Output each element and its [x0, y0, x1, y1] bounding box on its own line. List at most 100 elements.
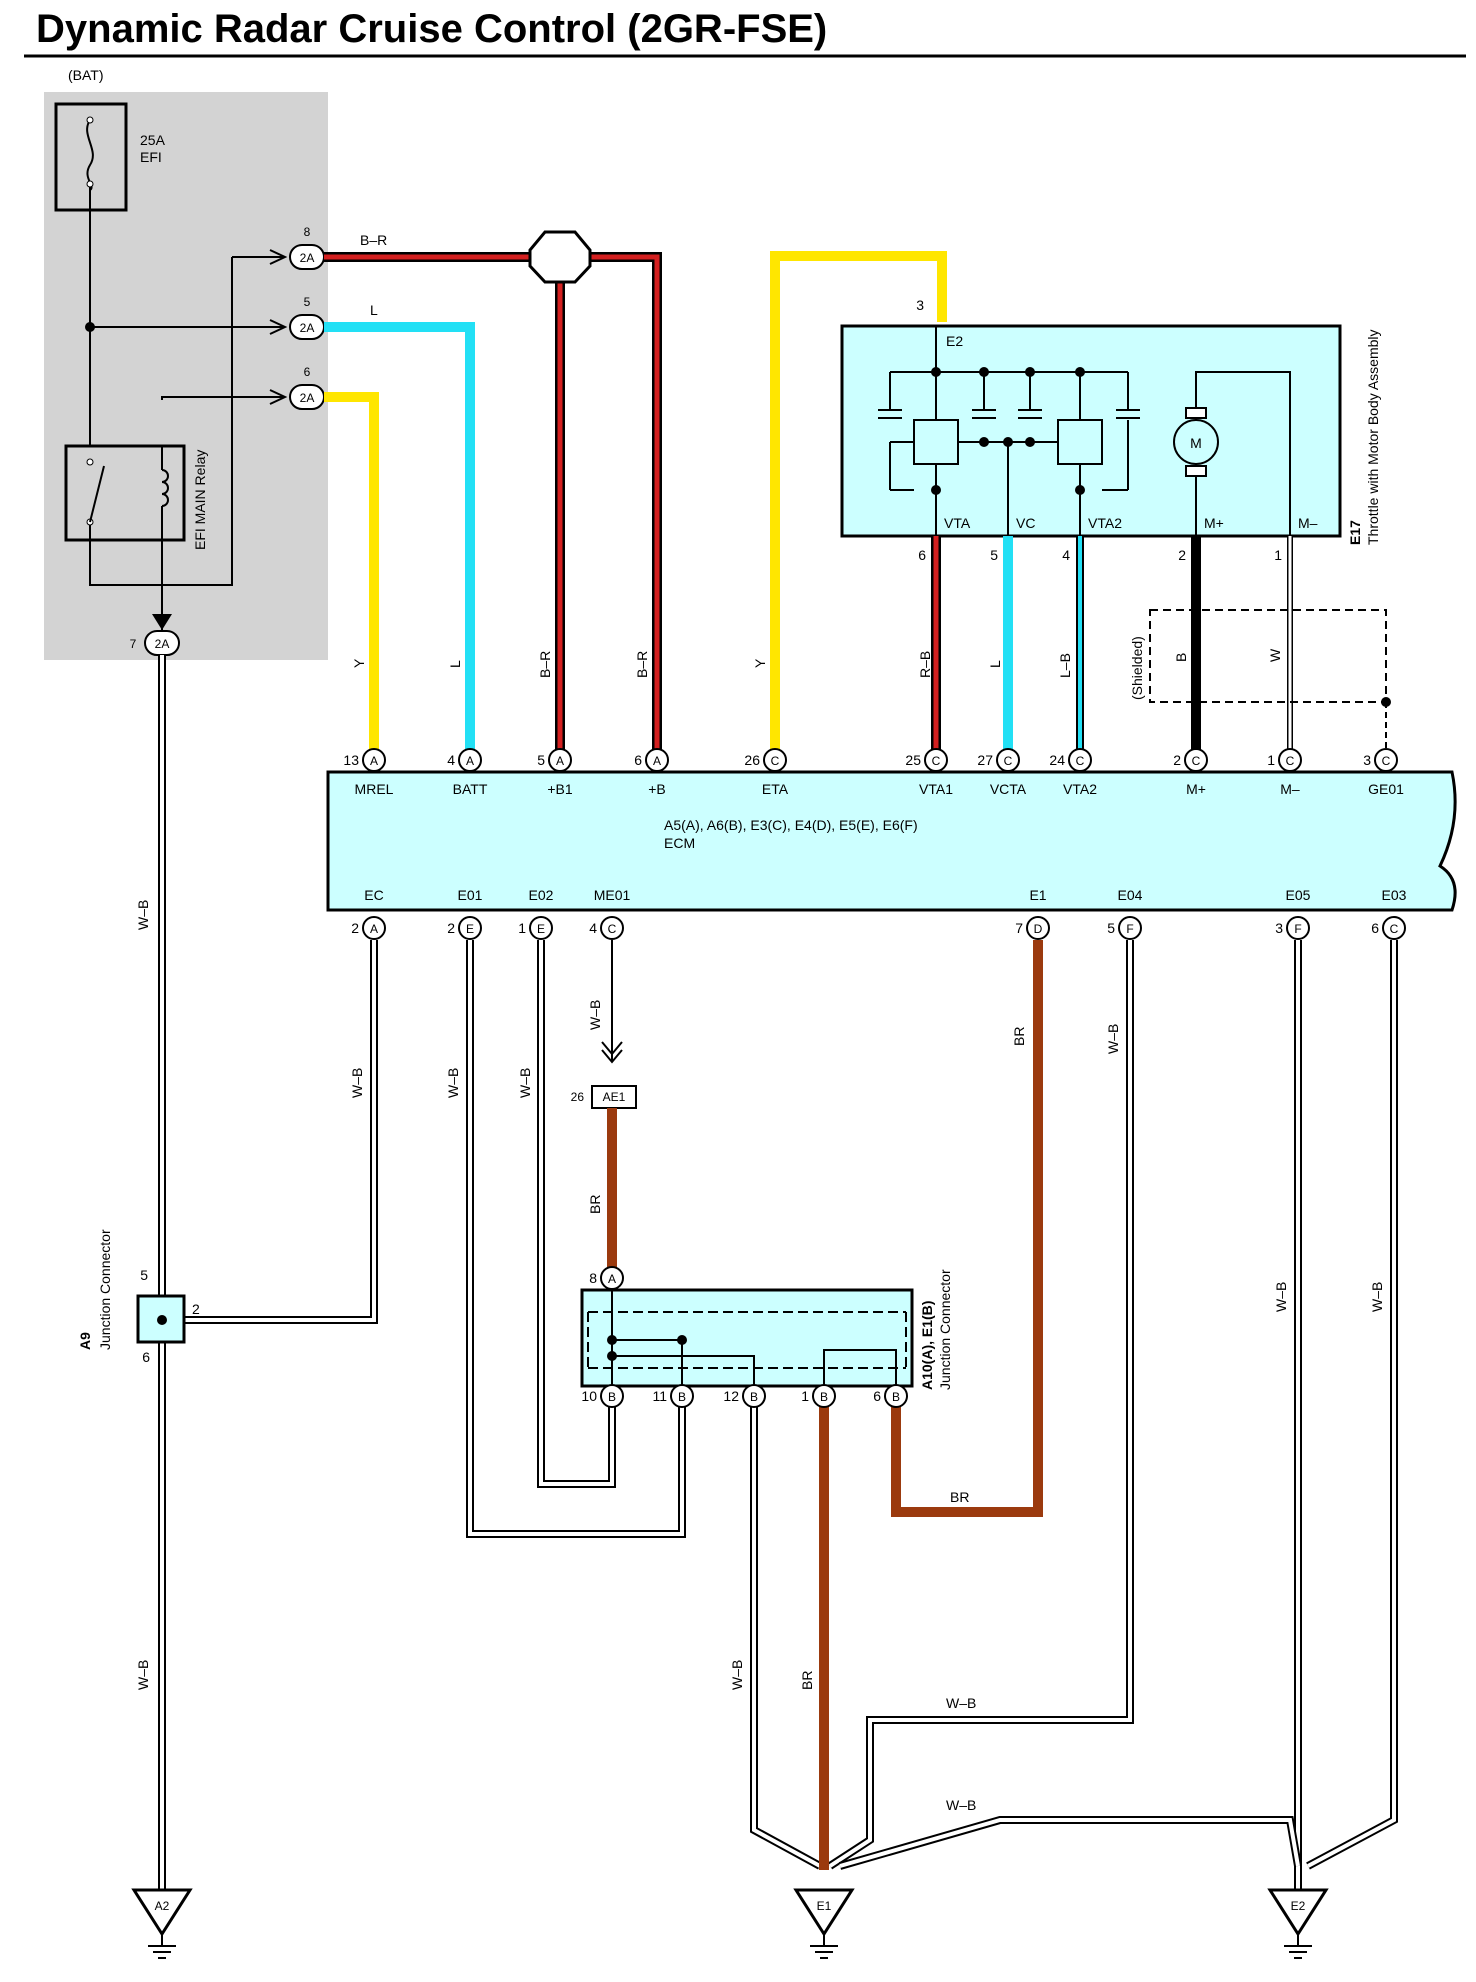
- pin-connector-letter: C: [1390, 922, 1399, 936]
- wire-label-w: W: [1267, 648, 1283, 662]
- pin-connector-letter: A: [370, 922, 378, 936]
- pin-connector-letter: A: [608, 1272, 616, 1286]
- pin-connector-letter: E: [466, 922, 474, 936]
- throttle-pin-vta2: VTA2: [1088, 515, 1122, 531]
- connector-2a-7: 2A 7: [130, 630, 180, 656]
- pin-name: EC: [364, 887, 383, 903]
- wire-label-wb-e02: W–B: [517, 1068, 533, 1098]
- ecm-top-pins: A13MRELA4BATTA5+B1A6+BC26ETAC25VTA1C27VC…: [343, 748, 1404, 797]
- ecm-pin-a10-top: A8: [589, 1266, 624, 1290]
- pin-number: 5: [1107, 920, 1115, 936]
- pin-connector-letter: B: [820, 1390, 828, 1404]
- wire-label-wb-h2: W–B: [946, 1797, 976, 1813]
- wire-br-main: [324, 252, 662, 758]
- pin-number: 6: [1371, 920, 1379, 936]
- throttle-pin-3: 3: [916, 297, 924, 313]
- wire-label-br-ae1: BR: [587, 1195, 603, 1214]
- pin-connector-letter: D: [1034, 922, 1043, 936]
- junction-a9: [136, 1294, 186, 1344]
- pin-number: 1: [801, 1388, 809, 1404]
- ground-label: E2: [1291, 1899, 1306, 1913]
- wire-wb-e01: [466, 940, 686, 1538]
- pin-number: 13: [343, 752, 359, 768]
- pin-name: VTA1: [919, 781, 953, 797]
- wire-label-wb-e05: W–B: [1273, 1282, 1289, 1312]
- pin-number: 3: [1275, 920, 1283, 936]
- pin-number: 26: [744, 752, 760, 768]
- wire-label-wb-12: W–B: [729, 1660, 745, 1690]
- pin-connector-letter: C: [608, 922, 617, 936]
- ecm-pin-bottom-0: A2 EC: [351, 887, 386, 940]
- a10-dot-2: [677, 1335, 687, 1345]
- wire-label-b: B: [1173, 653, 1189, 662]
- a10-internal-bus: [587, 1284, 907, 1386]
- pin-connector-letter: E: [537, 922, 545, 936]
- ecm-pin-a10-b1: B11: [652, 1384, 694, 1408]
- wire-label-wb-e03: W–B: [1369, 1282, 1385, 1312]
- wire-label-br-loop: BR: [950, 1489, 969, 1505]
- pin-name: VTA2: [1063, 781, 1097, 797]
- wire-br-e1: [891, 940, 1043, 1517]
- a10-id: A10(A), E1(B): [919, 1301, 935, 1390]
- wire-label-wb-ec: W–B: [349, 1068, 365, 1098]
- pin-connector-letter: F: [1126, 922, 1133, 936]
- wire-wb-ec: [182, 940, 378, 1324]
- throttle-pin-mplus: M+: [1204, 515, 1224, 531]
- pin-name: MREL: [355, 781, 394, 797]
- pin-connector-letter: C: [1076, 754, 1085, 768]
- wire-label-br-ground: BR: [799, 1671, 815, 1690]
- ecm-connectors: A5(A), A6(B), E3(C), E4(D), E5(E), E6(F): [664, 817, 918, 833]
- pin-number: 5: [537, 752, 545, 768]
- pin-name: M+: [1186, 781, 1206, 797]
- wire-label-br-b1: B–R: [537, 651, 553, 678]
- pin-connector-letter: A: [370, 754, 378, 768]
- ecm-pin-top-3: A6+B: [634, 748, 669, 797]
- throttle-pin-6: 6: [918, 547, 926, 563]
- ae1-name: AE1: [603, 1090, 626, 1104]
- pin-connector-letter: B: [678, 1390, 686, 1404]
- pin-number: 6: [873, 1388, 881, 1404]
- a9-pin-6: 6: [142, 1349, 150, 1365]
- wire-l-batt: [324, 322, 475, 758]
- wire-label-br-e1: BR: [1011, 1027, 1027, 1046]
- wire-y-mrel: [324, 392, 379, 758]
- ground-e2-icon: E2: [1267, 1888, 1329, 1959]
- relay-block-area: [44, 92, 328, 660]
- ecm-box: [326, 770, 1457, 912]
- throttle-pin-e2: E2: [946, 333, 963, 349]
- pin-number: 2: [351, 920, 359, 936]
- ae1-arrow-icon: [601, 1041, 623, 1064]
- ground-e1-icon: E1: [793, 1888, 855, 1959]
- ground-label: E1: [817, 1899, 832, 1913]
- page-title: Dynamic Radar Cruise Control (2GR-FSE): [36, 7, 827, 51]
- connector-2a-5: 2A 5: [269, 295, 325, 340]
- throttle-pin-vc: VC: [1016, 515, 1035, 531]
- wire-to-2a-6: [161, 396, 285, 400]
- throttle-pin-1: 1: [1274, 547, 1282, 563]
- pin-name: +B1: [547, 781, 573, 797]
- wire-color-br-r: B–R: [360, 232, 387, 248]
- throttle-pin-5: 5: [990, 547, 998, 563]
- throttle-junction-dots: [931, 367, 1085, 495]
- pin-name: E1: [1029, 887, 1046, 903]
- svg-text:6: 6: [304, 365, 311, 379]
- throttle-pin-2: 2: [1178, 547, 1186, 563]
- pin-name: ETA: [762, 781, 789, 797]
- pin-number: 6: [634, 752, 642, 768]
- pin-number: 2: [1173, 752, 1181, 768]
- fuse-terminal-bottom: [86, 180, 94, 188]
- wire-label-l-vcta: L: [987, 660, 1003, 668]
- svg-text:8: 8: [304, 225, 311, 239]
- svg-text:2A: 2A: [155, 637, 170, 651]
- a9-pin-5: 5: [140, 1267, 148, 1283]
- ecm-pin-a10-b4: B6: [873, 1384, 908, 1408]
